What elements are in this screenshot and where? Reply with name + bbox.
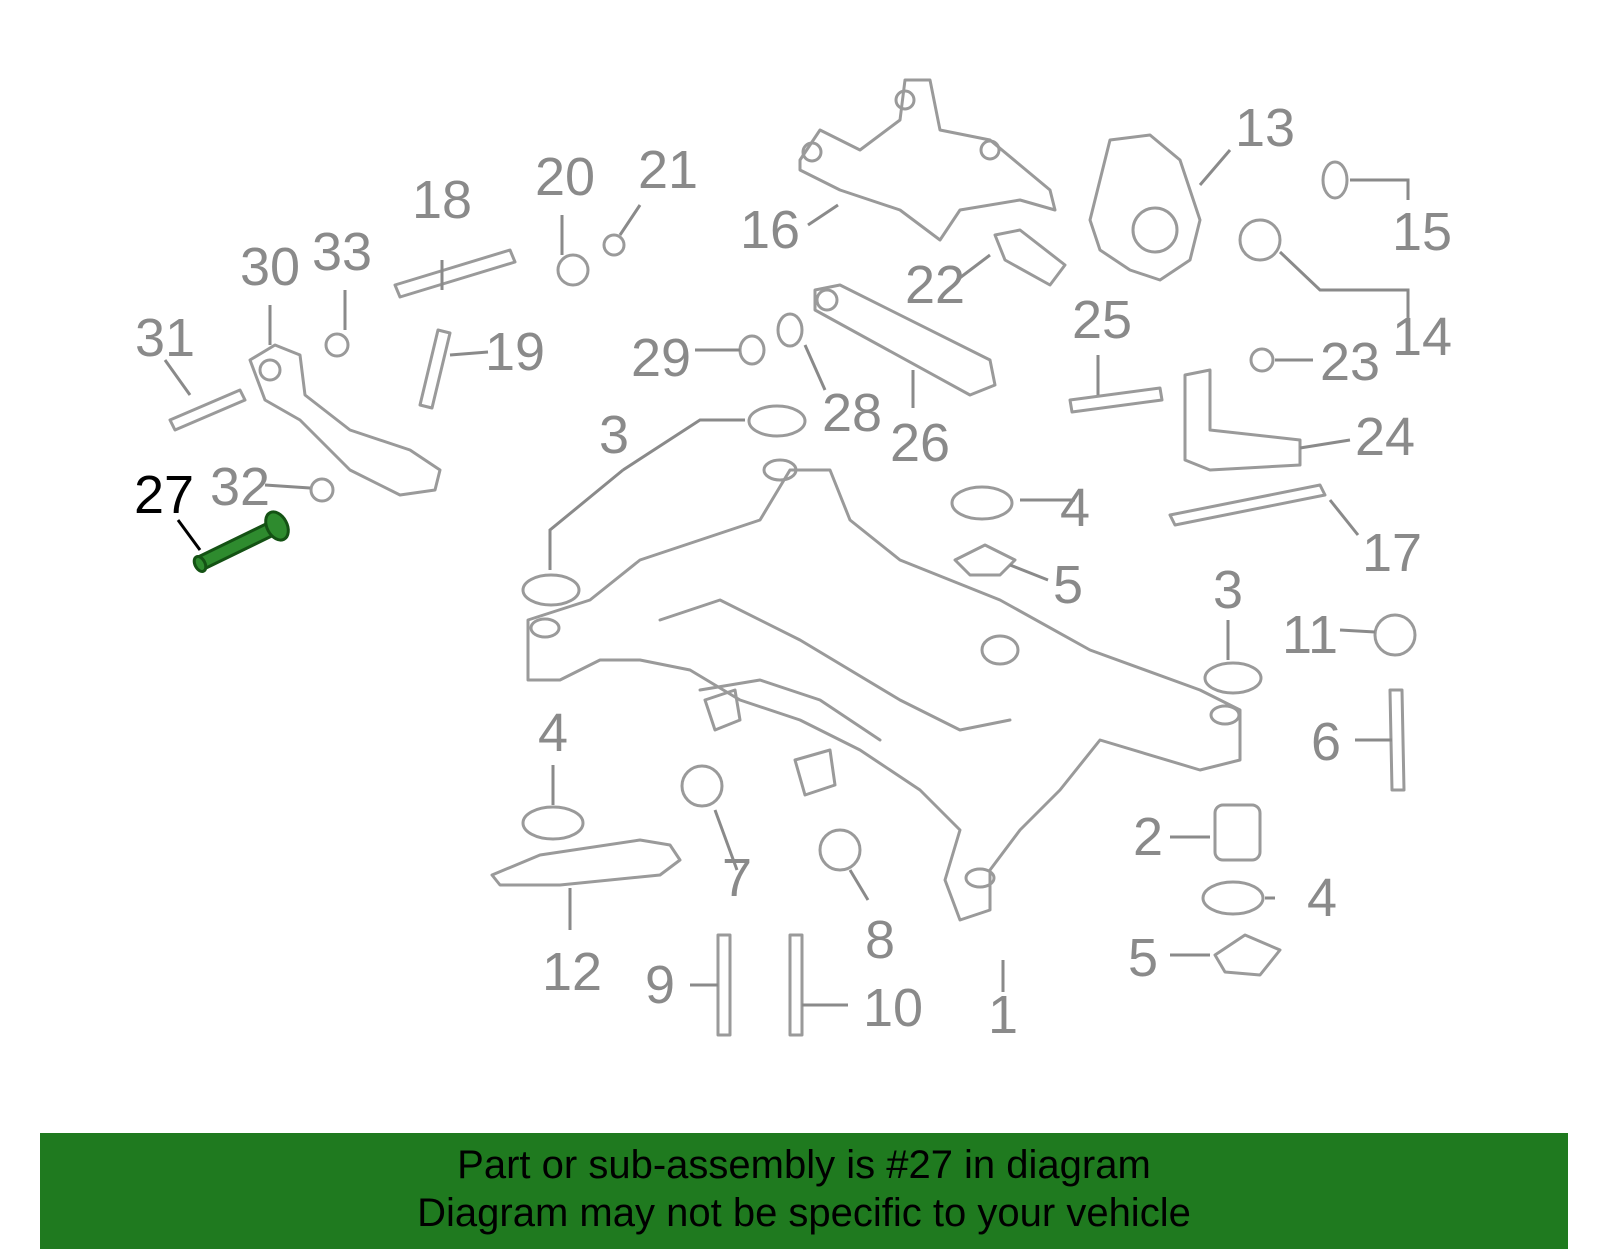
- bolt-10: [788, 933, 804, 1037]
- callout-12[interactable]: 12: [541, 942, 603, 1002]
- footer-line-2: Diagram may not be specific to your vehi…: [417, 1191, 1191, 1235]
- leader-lines: [163, 149, 1410, 1007]
- callout-2[interactable]: 2: [1132, 807, 1164, 867]
- callout-26[interactable]: 26: [889, 413, 951, 473]
- callout-1[interactable]: 1: [987, 985, 1019, 1045]
- callout-22[interactable]: 22: [904, 255, 966, 315]
- washer-20: [556, 253, 590, 287]
- callout-3-right[interactable]: 3: [1212, 560, 1244, 620]
- footer-line-1: Part or sub-assembly is #27 in diagram: [457, 1143, 1151, 1187]
- bolt-6: [1388, 688, 1406, 792]
- callout-8[interactable]: 8: [864, 910, 896, 970]
- callout-13[interactable]: 13: [1234, 98, 1296, 158]
- link-24: [1183, 368, 1302, 472]
- bolt-31: [168, 388, 247, 432]
- callout-21[interactable]: 21: [637, 140, 699, 200]
- callout-3-left[interactable]: 3: [598, 405, 630, 465]
- bolt-18: [393, 248, 517, 299]
- oring-4c: [1201, 880, 1265, 916]
- oring-3c: [1203, 661, 1263, 695]
- nut-32: [309, 477, 335, 503]
- callout-10[interactable]: 10: [862, 978, 924, 1038]
- callout-29[interactable]: 29: [630, 328, 692, 388]
- mount-5b: [1213, 933, 1282, 977]
- callout-11[interactable]: 11: [1281, 605, 1339, 665]
- nut-23: [1249, 347, 1275, 373]
- callout-23[interactable]: 23: [1319, 332, 1381, 392]
- callout-16[interactable]: 16: [739, 200, 801, 260]
- nut-21: [602, 233, 626, 257]
- callout-14[interactable]: 14: [1391, 307, 1453, 367]
- bushing-16a: [801, 141, 823, 163]
- arm-26: [813, 283, 997, 397]
- callout-6[interactable]: 6: [1310, 712, 1342, 772]
- rod-17: [1168, 483, 1327, 527]
- callout-24[interactable]: 24: [1354, 407, 1416, 467]
- callout-25[interactable]: 25: [1071, 290, 1133, 350]
- callout-4-left[interactable]: 4: [537, 703, 569, 763]
- callout-28[interactable]: 28: [821, 383, 883, 443]
- bushing-30: [258, 358, 282, 382]
- callout-4-right[interactable]: 4: [1306, 868, 1338, 928]
- bushing-16c: [979, 139, 1001, 161]
- bolt-19: [418, 328, 452, 410]
- callout-7[interactable]: 7: [721, 848, 753, 908]
- plate-12: [490, 838, 682, 887]
- footer-banner: Part or sub-assembly is #27 in diagram D…: [40, 1133, 1568, 1249]
- upper-control-arm-16: [798, 78, 1057, 242]
- callout-5-bottom[interactable]: 5: [1127, 928, 1159, 988]
- ring-28: [776, 312, 804, 348]
- callout-30[interactable]: 30: [239, 237, 301, 297]
- bolt-9: [716, 933, 732, 1037]
- knuckle-hub: [1131, 206, 1179, 254]
- bolt-27-highlighted[interactable]: [192, 508, 293, 573]
- callout-19[interactable]: 19: [484, 322, 546, 382]
- bushing-14: [1238, 218, 1282, 262]
- bushing-8: [818, 828, 862, 872]
- callout-9[interactable]: 9: [644, 955, 676, 1015]
- callout-15[interactable]: 15: [1391, 202, 1453, 262]
- nut-33: [324, 332, 350, 358]
- bushing-7: [680, 764, 724, 808]
- oring-4b: [521, 805, 585, 841]
- oring-4a: [950, 485, 1014, 521]
- callout-17[interactable]: 17: [1361, 523, 1423, 583]
- nut-11: [1373, 613, 1417, 657]
- callout-20[interactable]: 20: [534, 147, 596, 207]
- callout-31[interactable]: 31: [134, 308, 196, 368]
- bolt-25: [1068, 386, 1164, 414]
- ring-15: [1321, 160, 1349, 200]
- ring-29: [738, 334, 766, 366]
- link-22: [993, 228, 1067, 287]
- bushing-26: [815, 288, 839, 312]
- subframe-part: [526, 458, 1242, 922]
- callout-18[interactable]: 18: [411, 170, 473, 230]
- callout-27[interactable]: 27: [133, 465, 195, 525]
- bushing-2: [1213, 803, 1262, 862]
- callout-33[interactable]: 33: [311, 222, 373, 282]
- arm-30: [248, 343, 442, 497]
- knuckle-13: [1088, 133, 1202, 282]
- mount-5a: [953, 543, 1017, 577]
- callout-4-top[interactable]: 4: [1059, 478, 1091, 538]
- oring-3b-top: [521, 573, 581, 607]
- callout-32[interactable]: 32: [209, 457, 271, 517]
- oring-3a: [747, 404, 807, 438]
- bushing-16b: [894, 89, 916, 111]
- callout-5-top[interactable]: 5: [1052, 555, 1084, 615]
